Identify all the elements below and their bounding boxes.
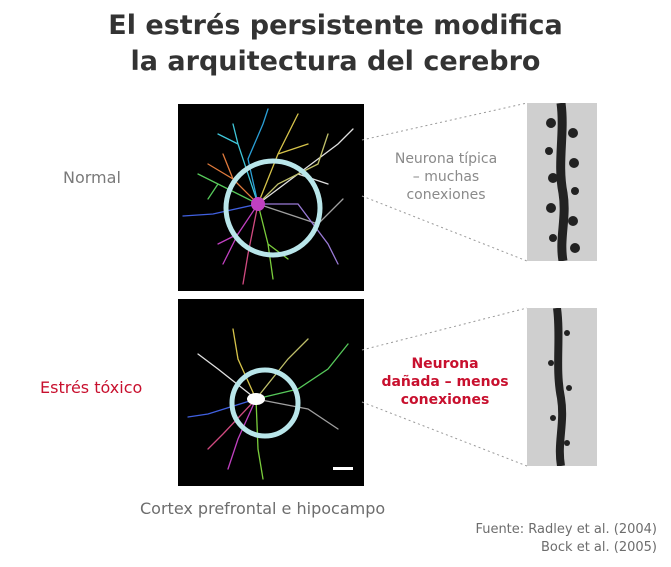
stress-dendrite-closeup — [527, 308, 597, 466]
normal-neuron-drawing — [182, 108, 354, 285]
stress-description-line-1: Neurona — [411, 356, 479, 372]
normal-neuron-description: Neurona típica – muchas conexiones — [376, 150, 516, 204]
source-citation: Fuente: Radley et al. (2004) Bock et al.… — [475, 521, 657, 557]
stress-neuron-drawing — [187, 328, 353, 480]
source-line-2: Bock et al. (2005) — [541, 540, 657, 555]
stress-row-label: Estrés tóxico — [40, 378, 143, 397]
brain-region-caption: Cortex prefrontal e hipocampo — [140, 499, 386, 518]
normal-description-line-2: – muchas — [412, 169, 480, 185]
normal-neuron-image — [178, 104, 364, 291]
normal-description-line-1: Neurona típica — [394, 151, 498, 167]
normal-description-line-3: conexiones — [406, 187, 486, 203]
stress-description-line-3: conexiones — [400, 392, 490, 408]
stress-neuron-description: Neurona dañada – menos conexiones — [370, 355, 520, 409]
normal-dendrite-drawing — [545, 103, 580, 261]
stress-description-line-2: dañada – menos — [381, 374, 509, 390]
title-line-2: la arquitectura del cerebro — [130, 46, 541, 77]
title-line-1: El estrés persistente modifica — [108, 10, 563, 41]
diagram-title: El estrés persistente modifica la arquit… — [0, 8, 671, 80]
stress-dendrite-drawing — [548, 308, 572, 466]
stress-neuron-image — [178, 299, 364, 486]
source-line-1: Fuente: Radley et al. (2004) — [475, 522, 657, 537]
normal-row-label: Normal — [63, 168, 121, 187]
normal-dendrite-closeup — [527, 103, 597, 261]
